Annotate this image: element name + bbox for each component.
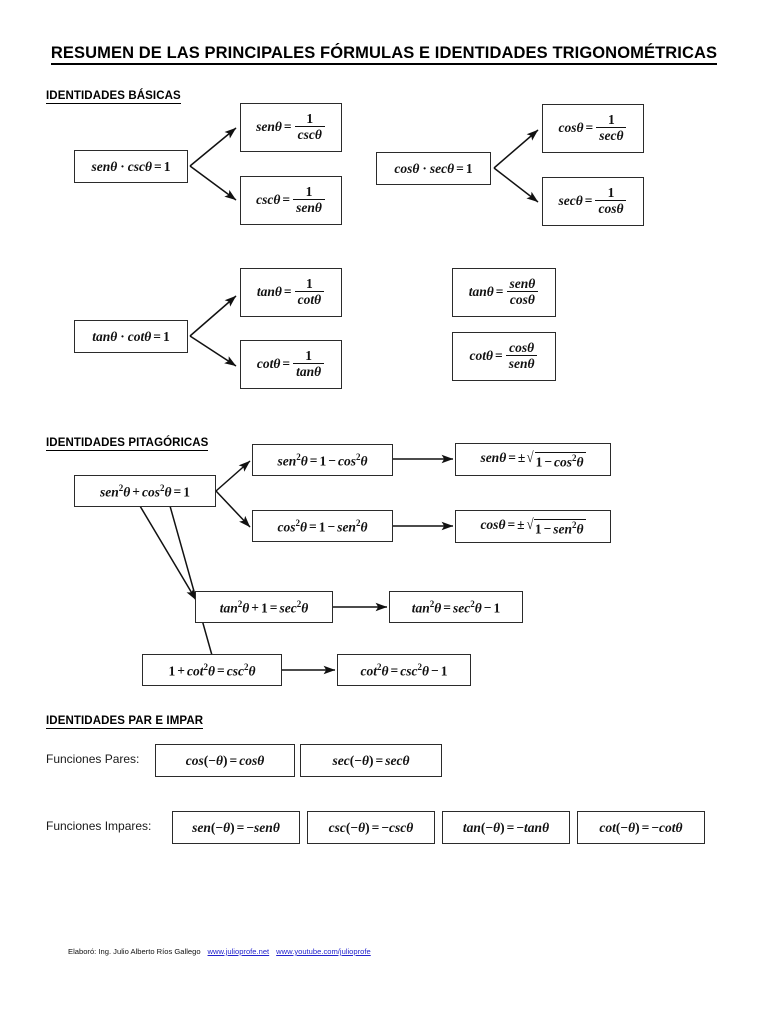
formula-box-odd-tan: tan(−θ)=−tanθ	[442, 811, 570, 844]
formula-box-even-cos: cos(−θ)=cosθ	[155, 744, 295, 777]
formula-box-sen-root: senθ=±√1−cos2θ	[455, 443, 611, 476]
formula-box-cos-root: cosθ=±√1−sen2θ	[455, 510, 611, 543]
formula-text: sen(−θ)=−senθ	[192, 819, 280, 835]
formula-text: senθ·cscθ=1	[91, 158, 171, 174]
formula-text: 1+cot2θ=csc2θ	[168, 661, 256, 678]
formula-text: cosθ=±√1−sen2θ	[480, 516, 586, 536]
formula-text: tan2θ=sec2θ−1	[411, 598, 501, 615]
formula-text: cos(−θ)=cosθ	[185, 752, 265, 768]
formula-box-sen-csc-source: senθ·cscθ=1	[74, 150, 188, 183]
formula-text: tan(−θ)=−tanθ	[462, 819, 550, 835]
formula-box-pythagorean-source: sen2θ+cos2θ=1	[74, 475, 216, 507]
formula-box-tan-pythagorean: tan2θ+1=sec2θ	[195, 591, 333, 623]
section-heading-par-impar: IDENTIDADES PAR E IMPAR	[46, 715, 204, 729]
formula-text: tanθ·cotθ=1	[92, 328, 170, 344]
formula-box-odd-cot: cot(−θ)=−cotθ	[577, 811, 705, 844]
formula-text: csc(−θ)=−cscθ	[328, 819, 414, 835]
footer-credit: Elaboró: Ing. Julio Alberto Ríos Gallego…	[68, 947, 371, 956]
formula-box-cot-pythagorean: 1+cot2θ=csc2θ	[142, 654, 282, 686]
page-title: RESUMEN DE LAS PRINCIPALES FÓRMULAS E ID…	[0, 44, 768, 65]
formula-box-cos-sec-source: cosθ·secθ=1	[376, 152, 491, 185]
formula-text: cos2θ=1−sen2θ	[277, 517, 368, 534]
formula-box-cot-pythagorean-result: cot2θ=csc2θ−1	[337, 654, 471, 686]
formula-box-tan-cot-source: tanθ·cotθ=1	[74, 320, 188, 353]
section-heading-pitagoricas: IDENTIDADES PITAGÓRICAS	[46, 437, 209, 451]
formula-box-even-sec: sec(−θ)=secθ	[300, 744, 442, 777]
page-title-text: RESUMEN DE LAS PRINCIPALES FÓRMULAS E ID…	[50, 44, 718, 65]
formula-text: cosθ·secθ=1	[394, 160, 473, 176]
label-funciones-pares: Funciones Pares:	[46, 752, 140, 766]
footer-link-website[interactable]: www.julioprofe.net	[207, 947, 270, 956]
footer-author: Elaboró: Ing. Julio Alberto Ríos Gallego	[68, 947, 201, 956]
formula-box-odd-sen: sen(−θ)=−senθ	[172, 811, 300, 844]
footer-link-youtube[interactable]: www.youtube.com/julioprofe	[276, 947, 371, 956]
formula-box-cos-squared: cos2θ=1−sen2θ	[252, 510, 393, 542]
section-heading-basicas: IDENTIDADES BÁSICAS	[46, 90, 181, 104]
formula-text: cot2θ=csc2θ−1	[360, 661, 448, 678]
formula-text: cot(−θ)=−cotθ	[599, 819, 683, 835]
formula-text: sen2θ+cos2θ=1	[100, 482, 190, 499]
formula-text: senθ=±√1−cos2θ	[480, 449, 586, 469]
formula-box-odd-csc: csc(−θ)=−cscθ	[307, 811, 435, 844]
formula-text: tan2θ+1=sec2θ	[219, 598, 309, 615]
formula-text: sen2θ=1−cos2θ	[277, 451, 368, 468]
label-funciones-impares: Funciones Impares:	[46, 819, 152, 833]
formula-text: sec(−θ)=secθ	[332, 752, 410, 768]
formula-box-sen-squared: sen2θ=1−cos2θ	[252, 444, 393, 476]
formula-box-tan-pythagorean-result: tan2θ=sec2θ−1	[389, 591, 523, 623]
